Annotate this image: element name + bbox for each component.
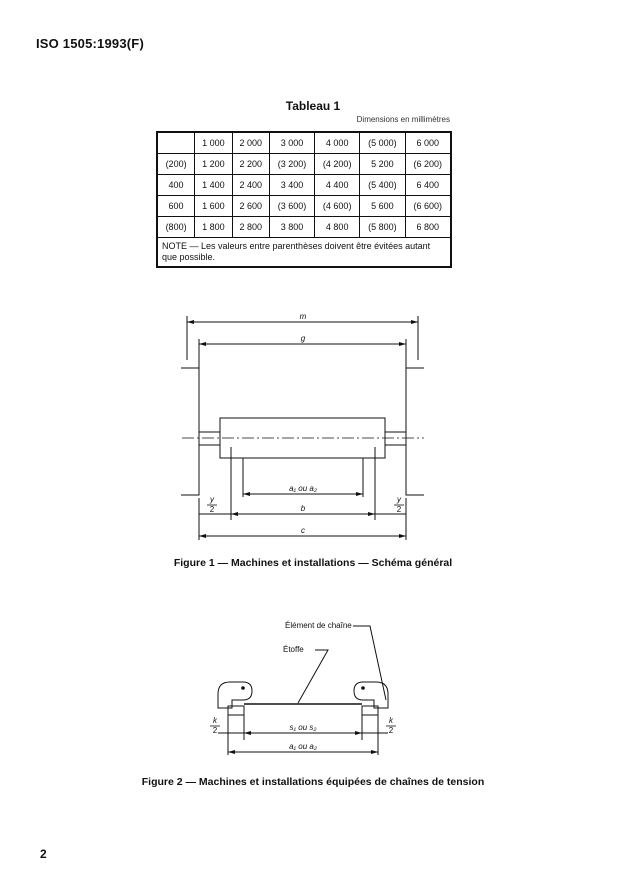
table-cell: (5 400)	[359, 174, 406, 196]
table-note-row: NOTE — Les valeurs entre parenthèses doi…	[156, 237, 452, 268]
dimension-label-c: c	[301, 526, 305, 535]
table-cell: 600	[156, 195, 196, 217]
page-number: 2	[40, 847, 47, 861]
table-units: Dimensions en millimètres	[356, 115, 450, 124]
table-cell: 5 200	[359, 153, 406, 175]
table-row: (200) 1 200 2 200 (3 200) (4 200) 5 200 …	[156, 153, 452, 175]
table-cell: 1 400	[194, 174, 233, 196]
table-cell: (5 800)	[359, 216, 406, 238]
dimension-label-m: m	[300, 312, 307, 321]
figure1-schema: m g a₁ ou a₂ b c y 2 y 2	[181, 312, 424, 540]
table-cell: 1 000	[194, 131, 233, 154]
table-cell: 5 600	[359, 195, 406, 217]
table-cell: 3 800	[268, 216, 316, 238]
dimensions-table: 1 000 2 000 3 000 4 000 (5 000) 6 000 (2…	[156, 131, 452, 268]
figure2-caption: Figure 2 — Machines et installations équ…	[141, 776, 485, 788]
table-cell: 2 000	[231, 131, 270, 154]
table-cell: 4 000	[314, 131, 361, 154]
table-cell: 400	[156, 174, 196, 196]
table-cell: (6 600)	[404, 195, 452, 217]
table-cell: (5 000)	[359, 131, 406, 154]
table-cell: 1 200	[194, 153, 233, 175]
table-cell: 4 400	[314, 174, 361, 196]
dimension-label-a: a₁ ou a₂	[289, 484, 317, 493]
table-row: 400 1 400 2 400 3 400 4 400 (5 400) 6 40…	[156, 174, 452, 196]
table-row: 600 1 600 2 600 (3 600) (4 600) 5 600 (6…	[156, 195, 452, 217]
fraction-y-right-numerator: y	[396, 495, 402, 504]
table-cell: 6 800	[404, 216, 452, 238]
table-cell: 4 800	[314, 216, 361, 238]
dimension-label-a: a₁ ou a₂	[289, 742, 317, 751]
table-cell: (4 600)	[314, 195, 361, 217]
label-etoffe: Étoffe	[283, 645, 304, 654]
table-cell: 2 200	[231, 153, 270, 175]
table-cell: 2 800	[231, 216, 270, 238]
table-cell: 3 000	[268, 131, 316, 154]
label-element-de-chaine: Élément de chaîne	[285, 621, 352, 630]
table-cell: 2 600	[231, 195, 270, 217]
table-note: NOTE — Les valeurs entre parenthèses doi…	[156, 237, 452, 268]
dimension-label-b: b	[301, 504, 306, 513]
table-row: (800) 1 800 2 800 3 800 4 800 (5 800) 6 …	[156, 216, 452, 238]
fraction-y-right-denominator: 2	[397, 505, 402, 514]
dimension-label-s: s₁ ou s₂	[290, 723, 317, 732]
figure2-schema: Élément de chaîne Étoffe s₁ ou s₂ a₁ ou	[210, 621, 396, 755]
table-cell: (3 600)	[268, 195, 316, 217]
fraction-k-right-numerator: k	[389, 716, 394, 725]
table-cell	[156, 131, 196, 154]
dimension-label-g: g	[301, 334, 306, 343]
table-row: 1 000 2 000 3 000 4 000 (5 000) 6 000	[156, 131, 452, 154]
table-cell: 1 600	[194, 195, 233, 217]
document-id-header: ISO 1505:1993(F)	[36, 36, 144, 51]
table-cell: (200)	[156, 153, 196, 175]
table-cell: (6 200)	[404, 153, 452, 175]
table-cell: 2 400	[231, 174, 270, 196]
table-cell: 6 400	[404, 174, 452, 196]
table-cell: 3 400	[268, 174, 316, 196]
table-cell: (800)	[156, 216, 196, 238]
fraction-k-right-denominator: 2	[389, 726, 394, 735]
table-title: Tableau 1	[285, 99, 341, 113]
figure1-caption: Figure 1 — Machines et installations — S…	[173, 557, 453, 569]
table-cell: (4 200)	[314, 153, 361, 175]
fraction-y-left-denominator: 2	[210, 505, 215, 514]
table-cell: (3 200)	[268, 153, 316, 175]
fraction-k-left-numerator: k	[213, 716, 218, 725]
fraction-k-left-denominator: 2	[213, 726, 218, 735]
fraction-y-left-numerator: y	[209, 495, 215, 504]
table-cell: 1 800	[194, 216, 233, 238]
table-cell: 6 000	[404, 131, 452, 154]
